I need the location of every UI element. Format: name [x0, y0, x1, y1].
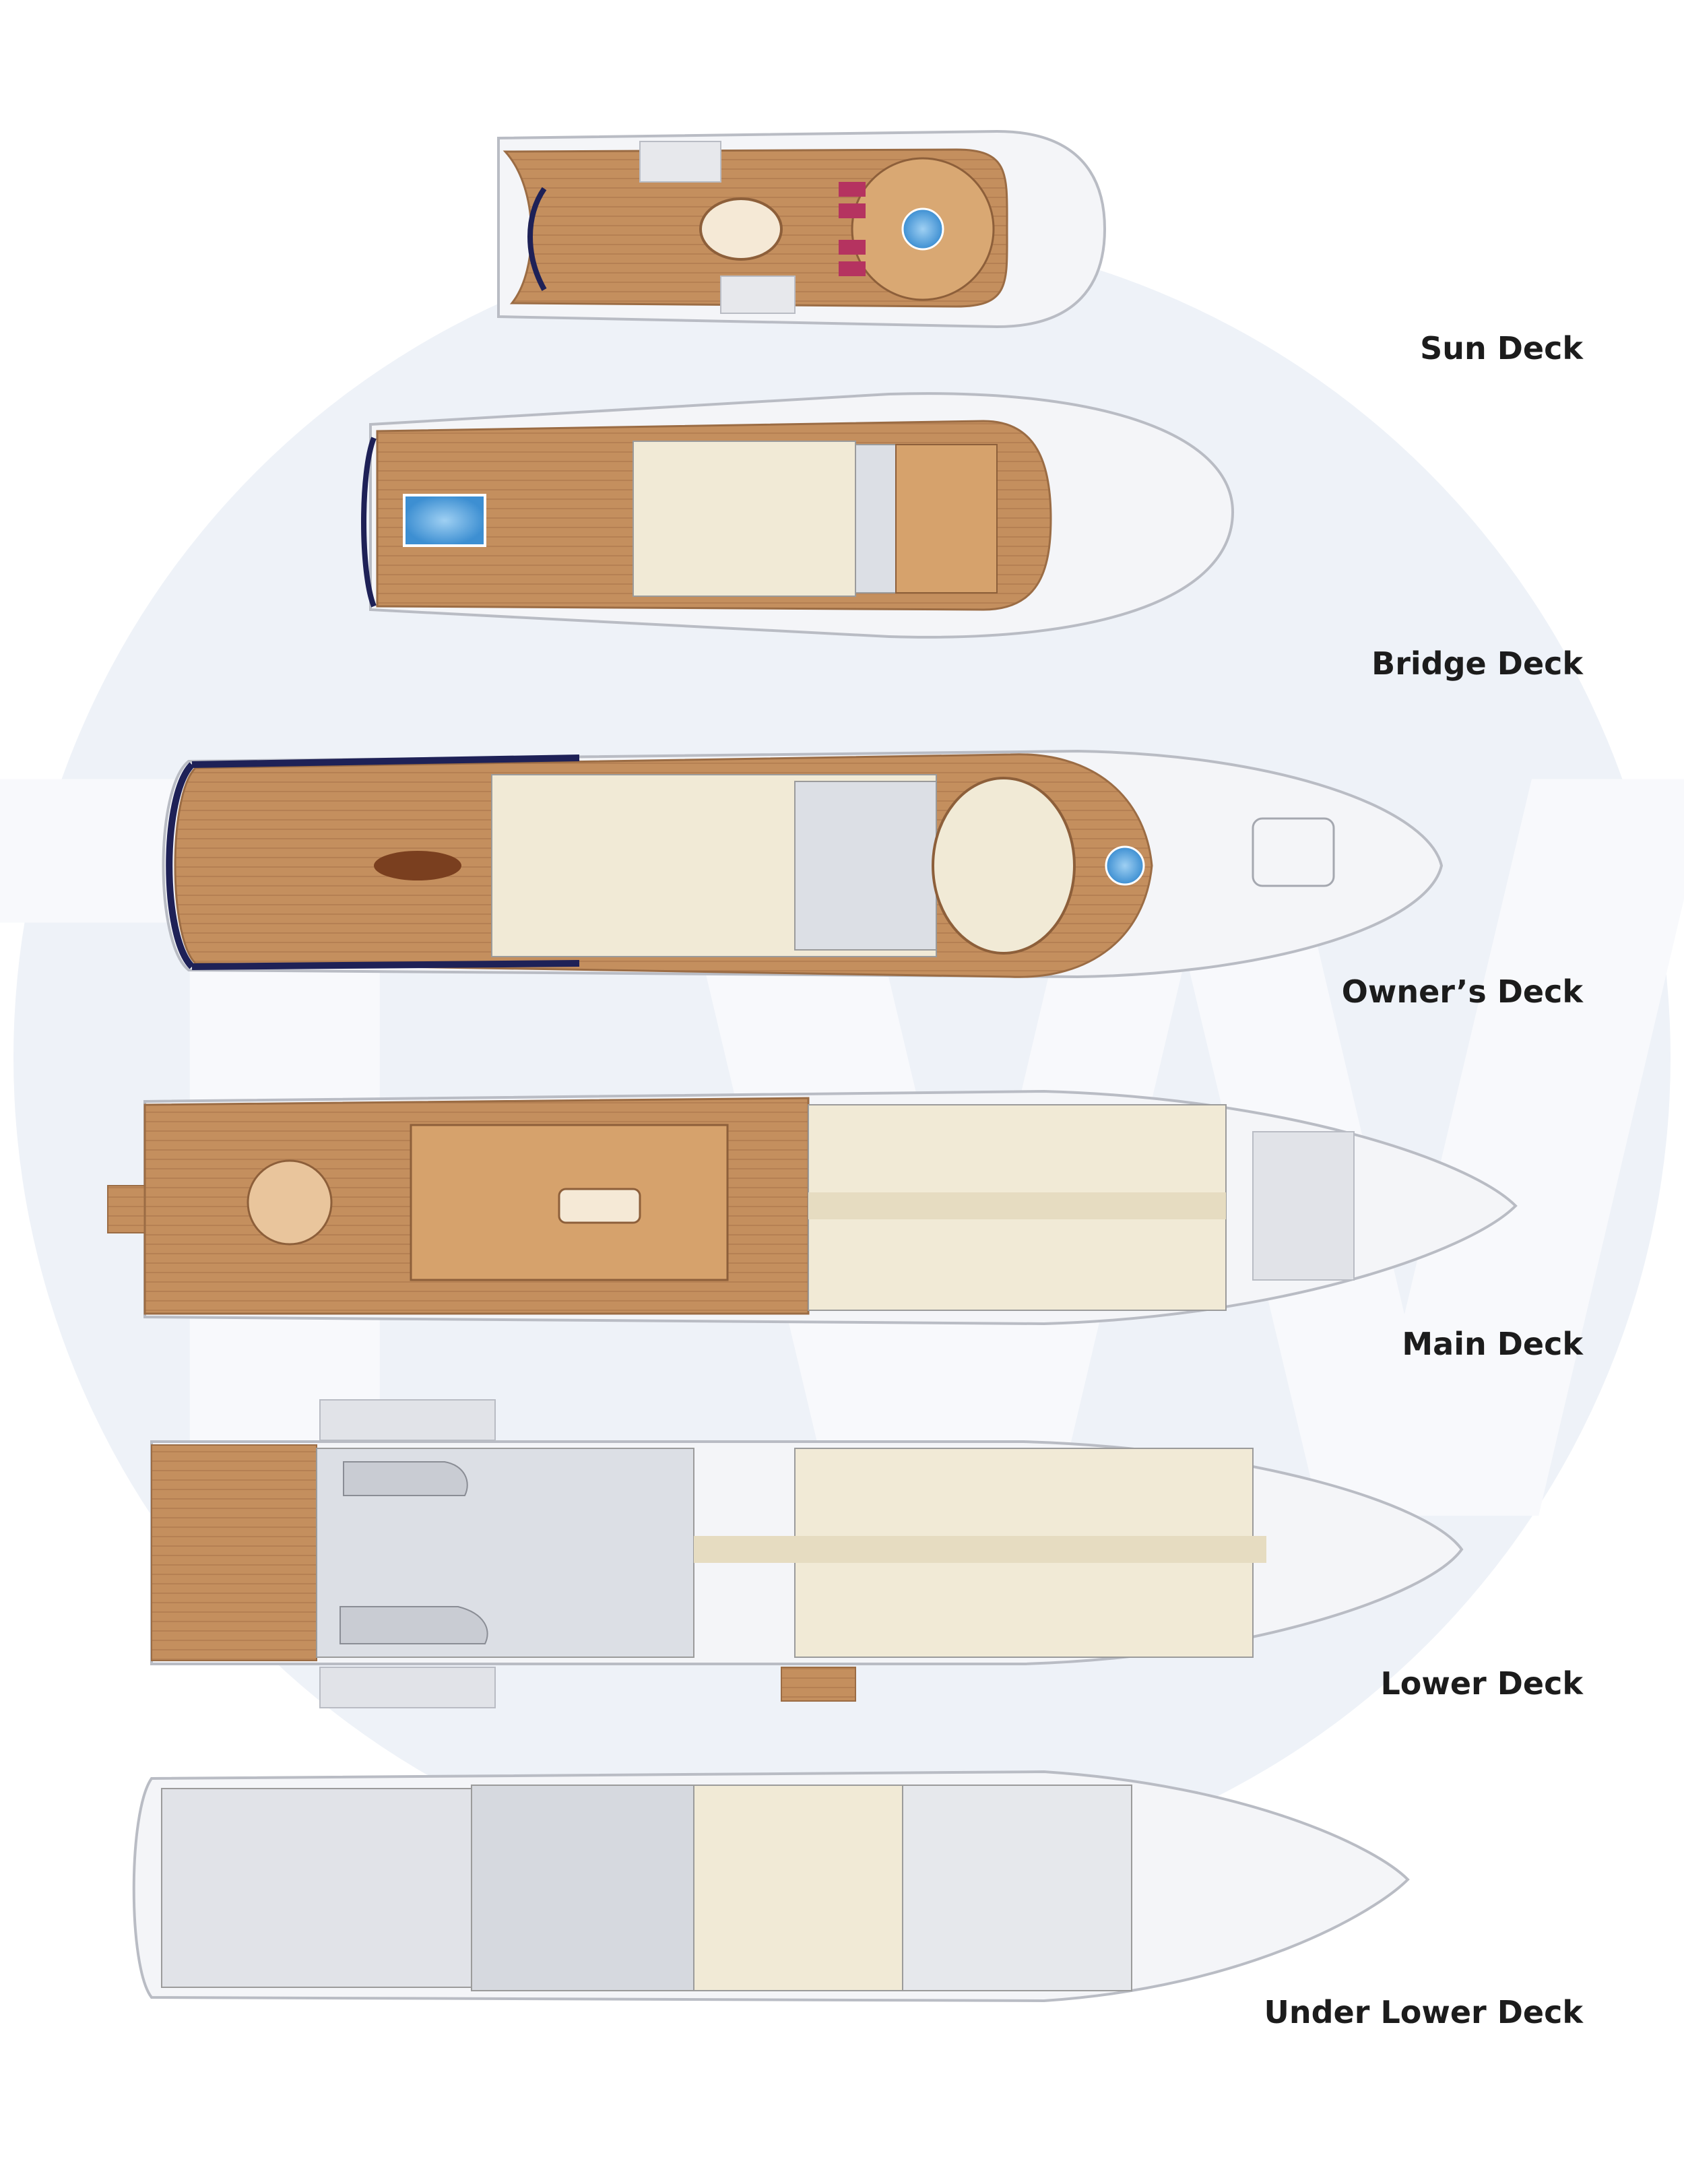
- owner-deck-service: [794, 781, 937, 951]
- sun-deck-plan: [497, 129, 1107, 329]
- sun-lounger: [839, 240, 866, 255]
- main-deck-foredeck: [1252, 1131, 1355, 1281]
- sun-deck-navy-rail: [527, 187, 547, 291]
- bridge-deck-plan: [361, 392, 1235, 639]
- owner-deck-tender-outline: [1252, 817, 1335, 887]
- bridge-deck-service: [855, 444, 897, 593]
- bridge-deck-navy-rail: [361, 437, 377, 608]
- lower-deck-side-door: [319, 1667, 496, 1708]
- sun-deck-dining-table: [699, 197, 783, 261]
- lower-deck-beach-club: [151, 1444, 317, 1661]
- bridge-deck-pool: [403, 494, 486, 547]
- under-lower-deck-tanks: [161, 1788, 472, 1988]
- bridge-deck-interior: [633, 441, 856, 597]
- main-deck-dining-table: [558, 1188, 641, 1224]
- deck-label-owner: Owner’s Deck: [1341, 973, 1583, 1010]
- deck-label-sun: Sun Deck: [1420, 330, 1583, 366]
- under-lower-deck-crew-area: [693, 1785, 903, 1991]
- sun-deck-service-block: [720, 276, 796, 314]
- bridge-deck-wheelhouse: [895, 444, 998, 593]
- under-lower-deck-engine-room: [471, 1785, 694, 1991]
- lower-deck-corridor: [694, 1536, 1266, 1563]
- deck-label-bridge: Bridge Deck: [1371, 645, 1583, 682]
- lower-deck-tender: [339, 1606, 488, 1644]
- lower-deck-side-door: [319, 1399, 496, 1441]
- main-deck-plan: [107, 1089, 1518, 1326]
- owner-deck-plan: [162, 749, 1444, 979]
- main-deck-aft-lounge: [247, 1159, 333, 1246]
- owner-deck-dining-table: [374, 851, 461, 880]
- deck-label-main: Main Deck: [1402, 1326, 1583, 1362]
- owner-deck-jacuzzi: [1105, 845, 1145, 886]
- deck-label-lower: Lower Deck: [1380, 1665, 1583, 1702]
- deck-label-under-lower: Under Lower Deck: [1264, 1994, 1583, 2030]
- lower-deck-plan: [150, 1399, 1464, 1708]
- sun-deck-jacuzzi: [901, 207, 944, 251]
- sun-deck-service-block: [639, 141, 721, 183]
- sun-lounger: [839, 261, 866, 276]
- owner-deck-navy-rail: [166, 754, 580, 970]
- under-lower-deck-plan: [132, 1770, 1410, 2003]
- sun-lounger: [839, 182, 866, 197]
- under-lower-deck-storage: [902, 1785, 1132, 1991]
- main-deck-corridor: [808, 1192, 1226, 1219]
- owner-suite: [932, 777, 1076, 955]
- lower-deck-tender: [343, 1461, 468, 1496]
- lower-deck-crew-mess: [781, 1667, 856, 1702]
- sun-lounger: [839, 203, 866, 218]
